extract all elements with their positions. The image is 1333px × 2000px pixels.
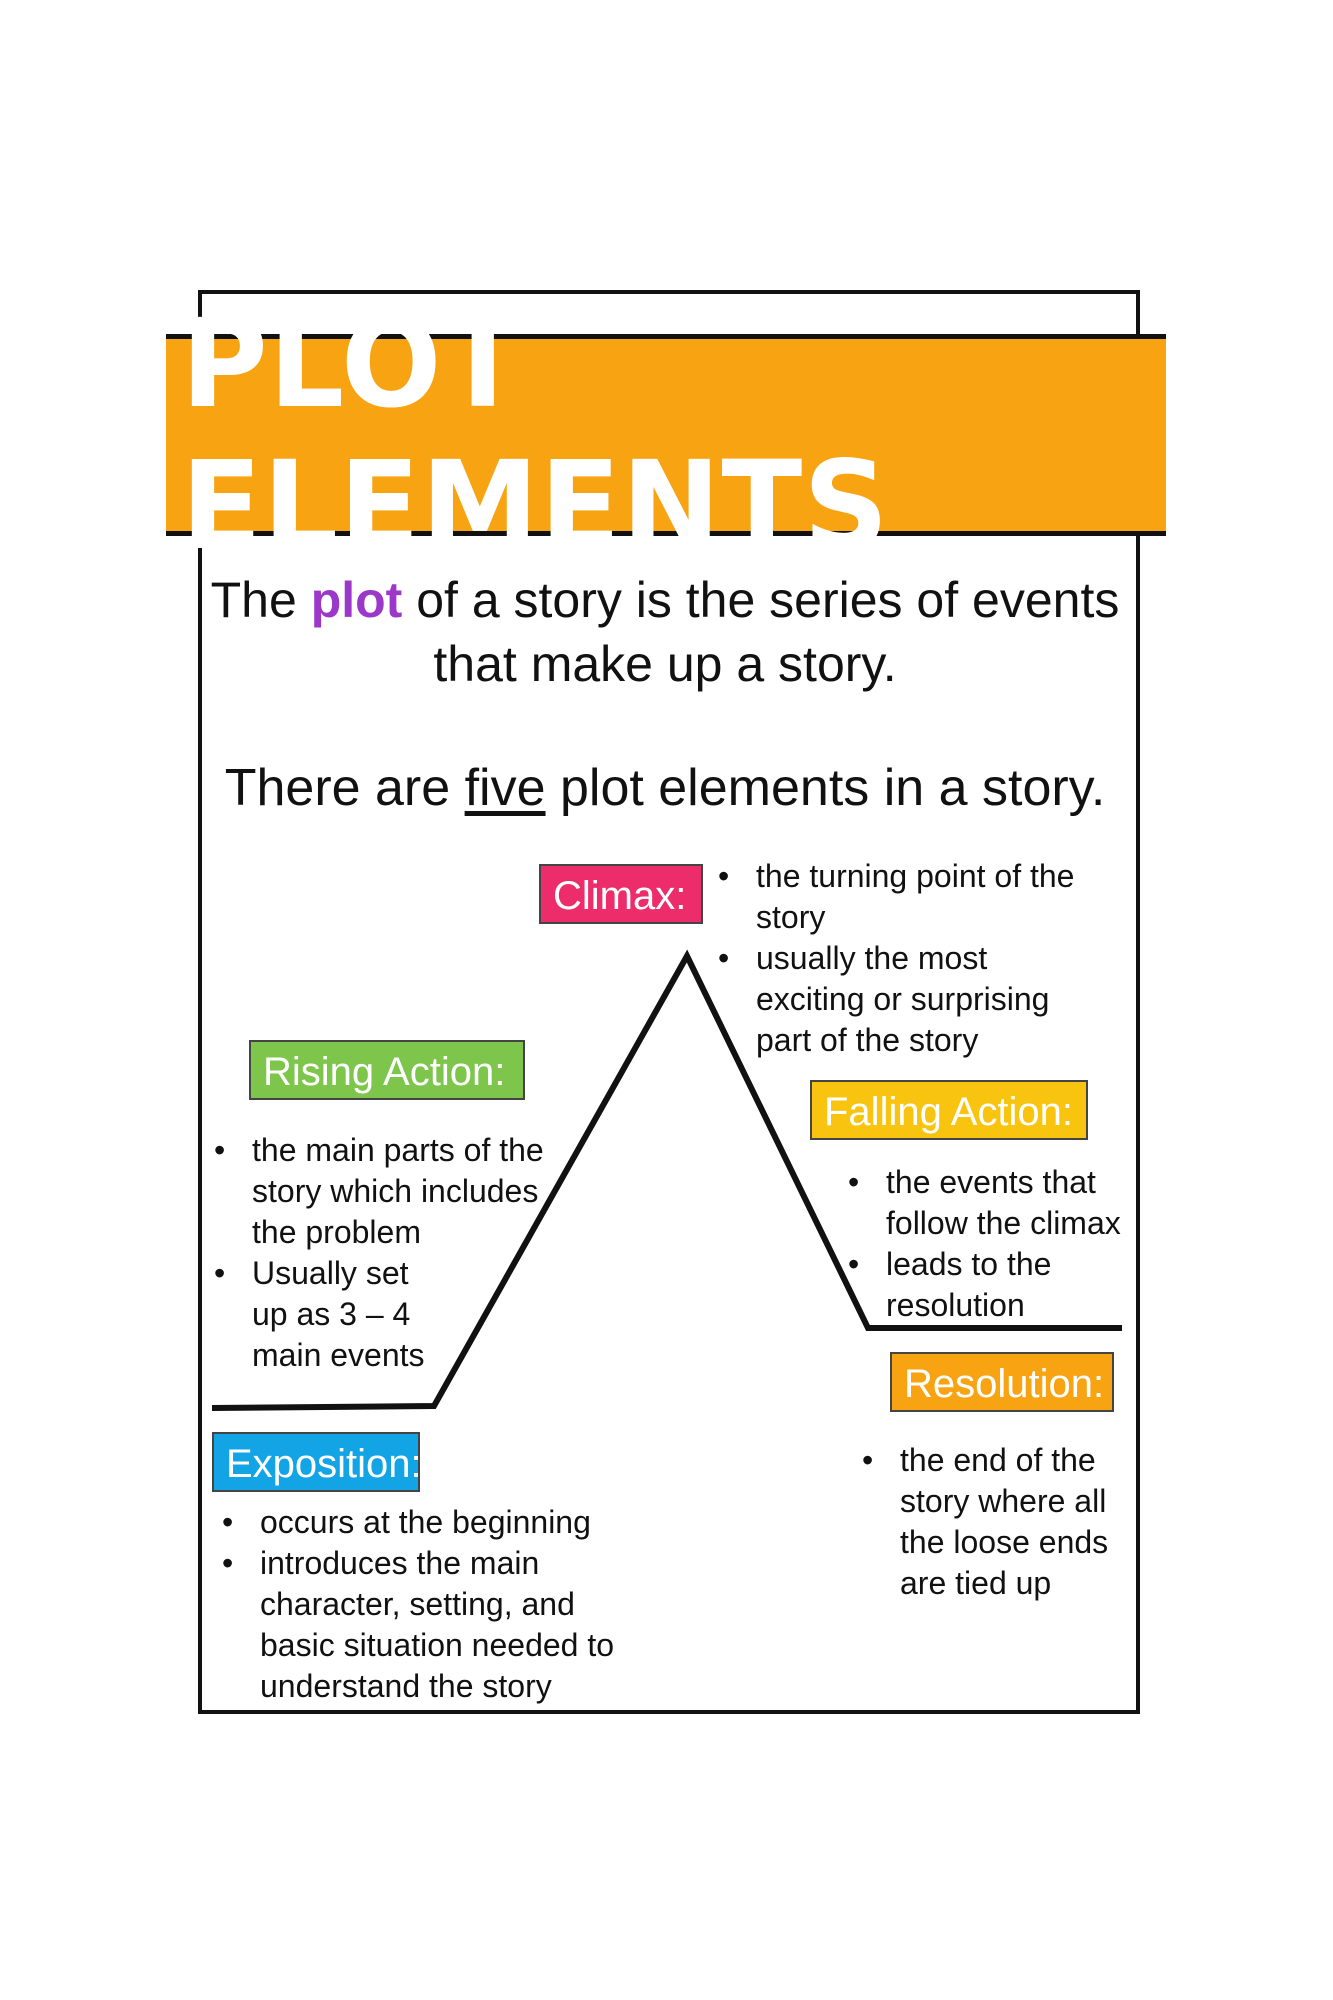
title-banner: PLOT ELEMENTS <box>166 293 1166 577</box>
count-suffix: plot elements in a story. <box>545 759 1106 817</box>
definition-suffix: of a story is the series of events that … <box>402 572 1120 692</box>
resolution-label: Resolution: <box>890 1352 1114 1412</box>
exposition-bullets: occurs at the beginning introduces the m… <box>222 1502 622 1707</box>
falling-action-label: Falling Action: <box>810 1080 1088 1140</box>
plot-definition: The plot of a story is the series of eve… <box>200 568 1130 696</box>
rising-action-label: Rising Action: <box>249 1040 525 1100</box>
list-item: usually the most exciting or surprising … <box>718 938 1098 1061</box>
exposition-label: Exposition: <box>212 1432 422 1492</box>
count-prefix: There are <box>224 759 465 817</box>
definition-prefix: The <box>210 572 311 628</box>
list-item: the turning point of the story <box>718 856 1098 938</box>
element-count-line: There are five plot elements in a story. <box>200 756 1130 820</box>
rising-action-bullets: the main parts of the story which includ… <box>214 1130 554 1376</box>
falling-action-bullets: the events that follow the climax leads … <box>848 1162 1138 1326</box>
count-underlined: five <box>464 759 546 817</box>
plot-highlight: plot <box>310 572 403 628</box>
climax-label: Climax: <box>539 864 703 924</box>
list-item: occurs at the beginning <box>222 1502 622 1543</box>
list-item: the events that follow the climax <box>848 1162 1138 1244</box>
list-item: Usually set up as 3 – 4 main events <box>214 1253 554 1376</box>
list-item: introduces the main character, setting, … <box>222 1543 622 1707</box>
climax-bullets: the turning point of the story usually t… <box>718 856 1098 1061</box>
list-item: leads to the resolution <box>848 1244 1138 1326</box>
list-item: the main parts of the story which includ… <box>214 1130 554 1253</box>
page-title: PLOT ELEMENTS <box>181 293 890 577</box>
resolution-bullets: the end of the story where all the loose… <box>862 1440 1122 1604</box>
plot-line <box>211 949 1122 1411</box>
list-item: the end of the story where all the loose… <box>862 1440 1122 1604</box>
